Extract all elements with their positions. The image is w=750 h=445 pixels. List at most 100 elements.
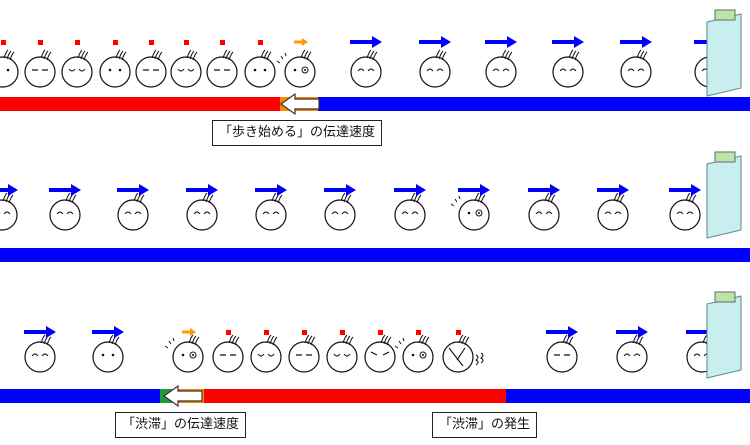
face-head <box>244 56 276 88</box>
face-shock-lines <box>450 195 461 207</box>
person-4 <box>212 330 244 373</box>
row-1 <box>0 36 750 116</box>
face-head <box>669 199 701 231</box>
person-9 <box>394 330 434 373</box>
face-eyes <box>627 68 645 72</box>
face-head <box>528 199 560 231</box>
blue-arrow-head <box>574 36 584 48</box>
red-dot-marker <box>264 330 269 335</box>
exit-sign <box>714 9 736 21</box>
person-10 <box>442 330 484 373</box>
person-6 <box>288 330 320 373</box>
blue-arrow-head <box>638 326 648 338</box>
face-hair <box>380 334 392 346</box>
face-head <box>0 56 19 88</box>
red-dot-marker <box>416 330 421 335</box>
face-eye-right <box>189 351 197 359</box>
blue-arrow-head <box>71 184 81 196</box>
person-13 <box>552 36 584 88</box>
row-3-exit-wall <box>706 291 742 379</box>
blue-arrow-head <box>8 184 18 196</box>
face-eyes <box>31 353 49 357</box>
face-eye-right <box>111 353 115 357</box>
face-head <box>620 56 652 88</box>
face-hair <box>418 334 430 346</box>
face-eye-right <box>419 351 427 359</box>
face-head <box>552 56 584 88</box>
face-eyes <box>262 211 280 215</box>
face-head <box>458 199 490 231</box>
blue-arrow-head <box>619 184 629 196</box>
face-eye-left <box>293 68 297 72</box>
person-1 <box>0 40 19 88</box>
face-hair <box>568 49 580 61</box>
face-head <box>616 341 648 373</box>
face-eye-left <box>101 353 105 357</box>
face-eyes <box>124 211 142 215</box>
blue-arrow-head <box>46 326 56 338</box>
face-eye-left <box>467 211 471 215</box>
person-8 <box>244 40 276 88</box>
person-4 <box>186 184 218 231</box>
person-5 <box>250 330 282 373</box>
face-head <box>255 199 287 231</box>
face-head <box>326 341 358 373</box>
person-12 <box>485 36 517 88</box>
person-12 <box>616 326 648 373</box>
person-2 <box>24 40 56 88</box>
blue-arrow-head <box>480 184 490 196</box>
face-hair <box>151 49 163 61</box>
row-2 <box>0 184 750 262</box>
exit-wall-panel <box>706 13 742 97</box>
face-head <box>99 56 131 88</box>
person-8 <box>364 330 396 373</box>
face-eyes <box>370 351 390 356</box>
row-2-exit-wall <box>706 151 742 239</box>
orange-arrow-head <box>302 38 308 46</box>
person-11 <box>669 184 701 231</box>
face-eyes <box>492 68 510 72</box>
blue-arrow-head <box>114 326 124 338</box>
face-eyes <box>676 211 694 215</box>
person-5 <box>135 40 167 88</box>
person-9 <box>276 38 316 88</box>
face-hair <box>342 334 354 346</box>
blue-arrow-head <box>372 36 382 48</box>
face-eyes <box>559 68 577 72</box>
face-head <box>442 341 474 373</box>
face-stress-lines <box>475 352 484 366</box>
face-head <box>419 56 451 88</box>
person-10 <box>597 184 629 231</box>
face-eyes <box>193 211 211 215</box>
speed-bar-segment <box>0 248 750 262</box>
blue-arrow-head <box>208 184 218 196</box>
red-dot-marker <box>378 330 383 335</box>
propagation-arrow <box>279 92 320 116</box>
face-eye-left <box>108 68 112 72</box>
face-head <box>61 56 93 88</box>
face-head <box>135 56 167 88</box>
person-6 <box>170 40 202 88</box>
blue-arrow-head <box>346 184 356 196</box>
face-eye-left <box>411 353 415 357</box>
red-dot-marker <box>113 40 118 45</box>
red-dot-marker <box>226 330 231 335</box>
face-eyes <box>535 211 553 215</box>
face-hair <box>115 49 127 61</box>
face-head <box>170 56 202 88</box>
face-hair <box>186 49 198 61</box>
face-cross-lines <box>448 347 466 367</box>
face-eye-pupil <box>422 354 424 356</box>
face-eye-right <box>118 68 122 72</box>
face-hair <box>222 49 234 61</box>
face-eyes <box>333 353 351 357</box>
face-eye-pupil <box>192 354 194 356</box>
face-head <box>394 199 426 231</box>
blue-arrow-head <box>139 184 149 196</box>
speed-bar-segment <box>0 389 160 403</box>
face-hair <box>458 334 470 346</box>
face-hair <box>435 49 447 61</box>
face-eye-right <box>263 68 267 72</box>
row-1-exit-wall <box>706 9 742 97</box>
